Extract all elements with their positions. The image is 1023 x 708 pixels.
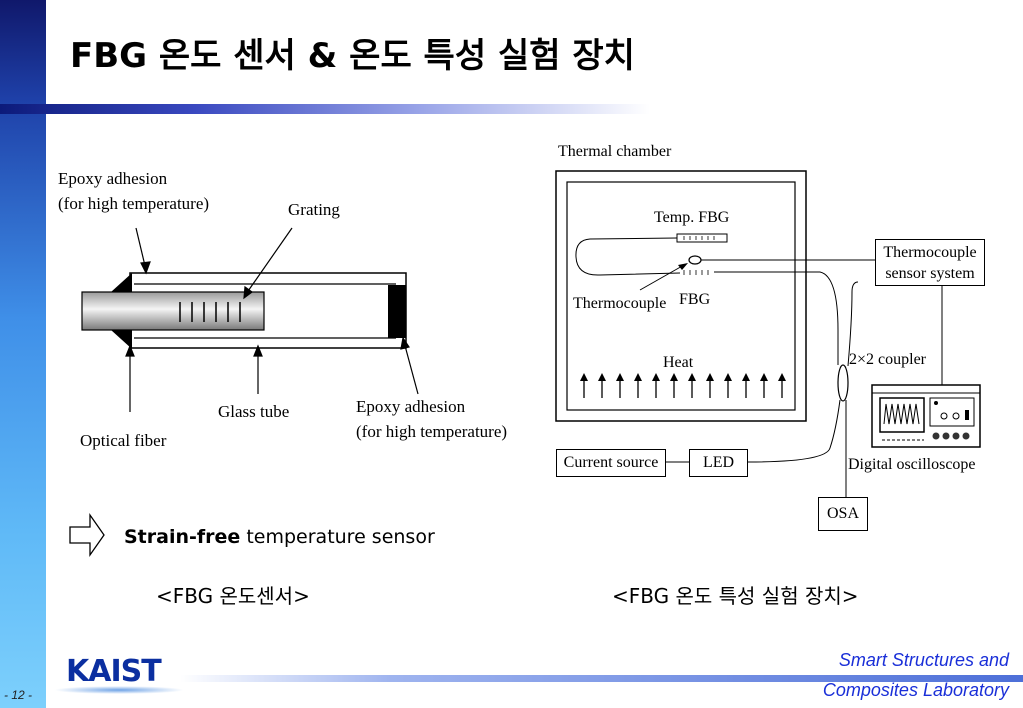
label-thermocouple: Thermocouple <box>573 295 667 312</box>
heat-arrows <box>583 378 783 398</box>
thermocouple-tip <box>688 255 702 265</box>
epoxy-left-bottom <box>111 330 132 349</box>
note-rest: temperature sensor <box>240 526 435 548</box>
fiber-loop <box>575 237 681 276</box>
thermal-chamber-inner <box>566 181 796 411</box>
caption-sensor: <FBG 온도센서> <box>156 584 310 608</box>
epoxy-left-top <box>111 273 132 292</box>
logo-swoosh <box>54 686 184 694</box>
oscilloscope-body <box>871 384 981 448</box>
oscilloscope-screen <box>879 397 925 433</box>
kaist-logo: KAIST <box>66 654 162 689</box>
thermocouple-system-box: Thermocouple sensor system <box>875 239 985 286</box>
label-grating: Grating <box>288 200 340 219</box>
thermocouple-system-line2: sensor system <box>885 265 975 282</box>
note-bold: Strain-free <box>124 526 241 548</box>
label-heat: Heat <box>663 354 694 371</box>
grating-marks <box>179 302 241 322</box>
label-optical-fiber: Optical fiber <box>80 431 167 450</box>
fbg-setup-diagram <box>555 170 981 497</box>
label-epoxy-top-2: (for high temperature) <box>58 194 210 213</box>
label-epoxy-top-1: Epoxy adhesion <box>58 169 168 188</box>
label-temp-fbg: Temp. FBG <box>654 209 730 226</box>
thermal-chamber <box>555 170 807 422</box>
strain-free-note: Strain-free temperature sensor <box>124 526 435 548</box>
label-fbg: FBG <box>679 291 711 308</box>
page-number: - 12 - <box>4 688 33 702</box>
epoxy-right <box>388 285 406 338</box>
label-coupler: 2×2 coupler <box>849 351 926 368</box>
sidebar-gradient <box>0 0 46 708</box>
optical-fiber <box>81 291 265 331</box>
label-epoxy-bottom-2: (for high temperature) <box>356 422 508 441</box>
fbg-sensor-diagram <box>81 227 419 412</box>
coupler <box>837 364 849 402</box>
label-digital-oscilloscope: Digital oscilloscope <box>848 456 976 473</box>
footer-rule <box>180 675 1023 682</box>
label-thermal-chamber: Thermal chamber <box>558 143 672 160</box>
thermocouple-system-line1: Thermocouple <box>883 244 977 261</box>
caption-setup: <FBG 온도 특성 실험 장치> <box>612 584 859 608</box>
current-source-box: Current source <box>556 449 666 477</box>
label-epoxy-bottom-1: Epoxy adhesion <box>356 397 466 416</box>
title-underline <box>0 104 650 114</box>
osa-box: OSA <box>818 497 868 531</box>
page-title: FBG 온도 센서 & 온도 특성 실험 장치 <box>70 36 635 76</box>
label-glass-tube: Glass tube <box>218 402 290 421</box>
right-arrow-icon <box>69 512 105 558</box>
lab-name-line1: Smart Structures and <box>838 650 1009 670</box>
lab-name-line2: Composites Laboratory <box>822 680 1009 700</box>
led-box: LED <box>689 449 748 477</box>
